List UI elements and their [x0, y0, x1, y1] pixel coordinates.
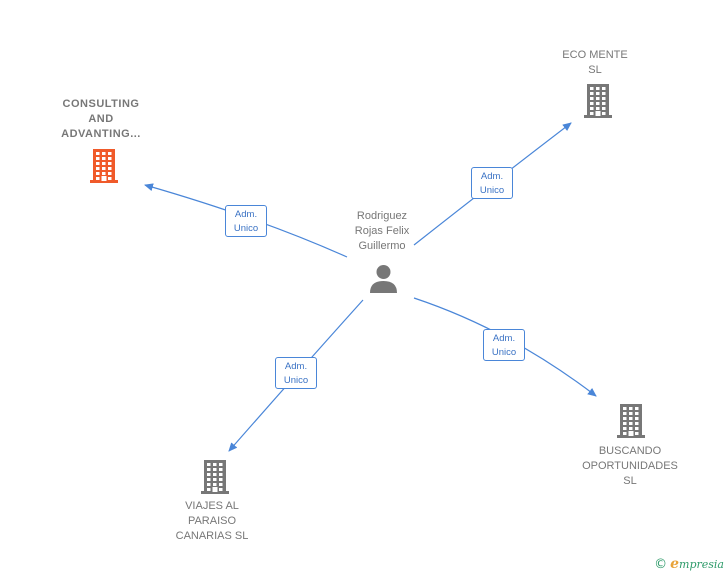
building-icon[interactable]	[199, 460, 231, 494]
edge-badge-consulting[interactable]: Adm. Unico	[225, 205, 267, 237]
node-buscando-label[interactable]: BUSCANDO OPORTUNIDADES SL	[582, 445, 678, 487]
building-icon[interactable]	[88, 149, 120, 183]
edge-badge-eco[interactable]: Adm. Unico	[471, 167, 513, 199]
brand-initial: e	[670, 556, 680, 572]
building-icon[interactable]	[582, 84, 614, 118]
node-viajes-label[interactable]: VIAJES AL PARAISO CANARIAS SL	[175, 500, 249, 542]
building-icon[interactable]	[615, 404, 647, 438]
center-name: Rodriguez Rojas Felix Guillermo	[354, 210, 410, 252]
footer-brand: ©empresia	[654, 556, 724, 572]
node-eco-label[interactable]: ECO MENTE SL	[562, 49, 628, 76]
edge-badge-viajes[interactable]: Adm. Unico	[275, 357, 317, 389]
brand-name: mpresia	[679, 558, 724, 571]
person-icon[interactable]	[369, 264, 398, 294]
copyright-symbol: ©	[654, 557, 668, 572]
node-consulting-label[interactable]: CONSULTING AND ADVANTING...	[61, 98, 141, 140]
edge-badge-buscando[interactable]: Adm. Unico	[483, 329, 525, 361]
